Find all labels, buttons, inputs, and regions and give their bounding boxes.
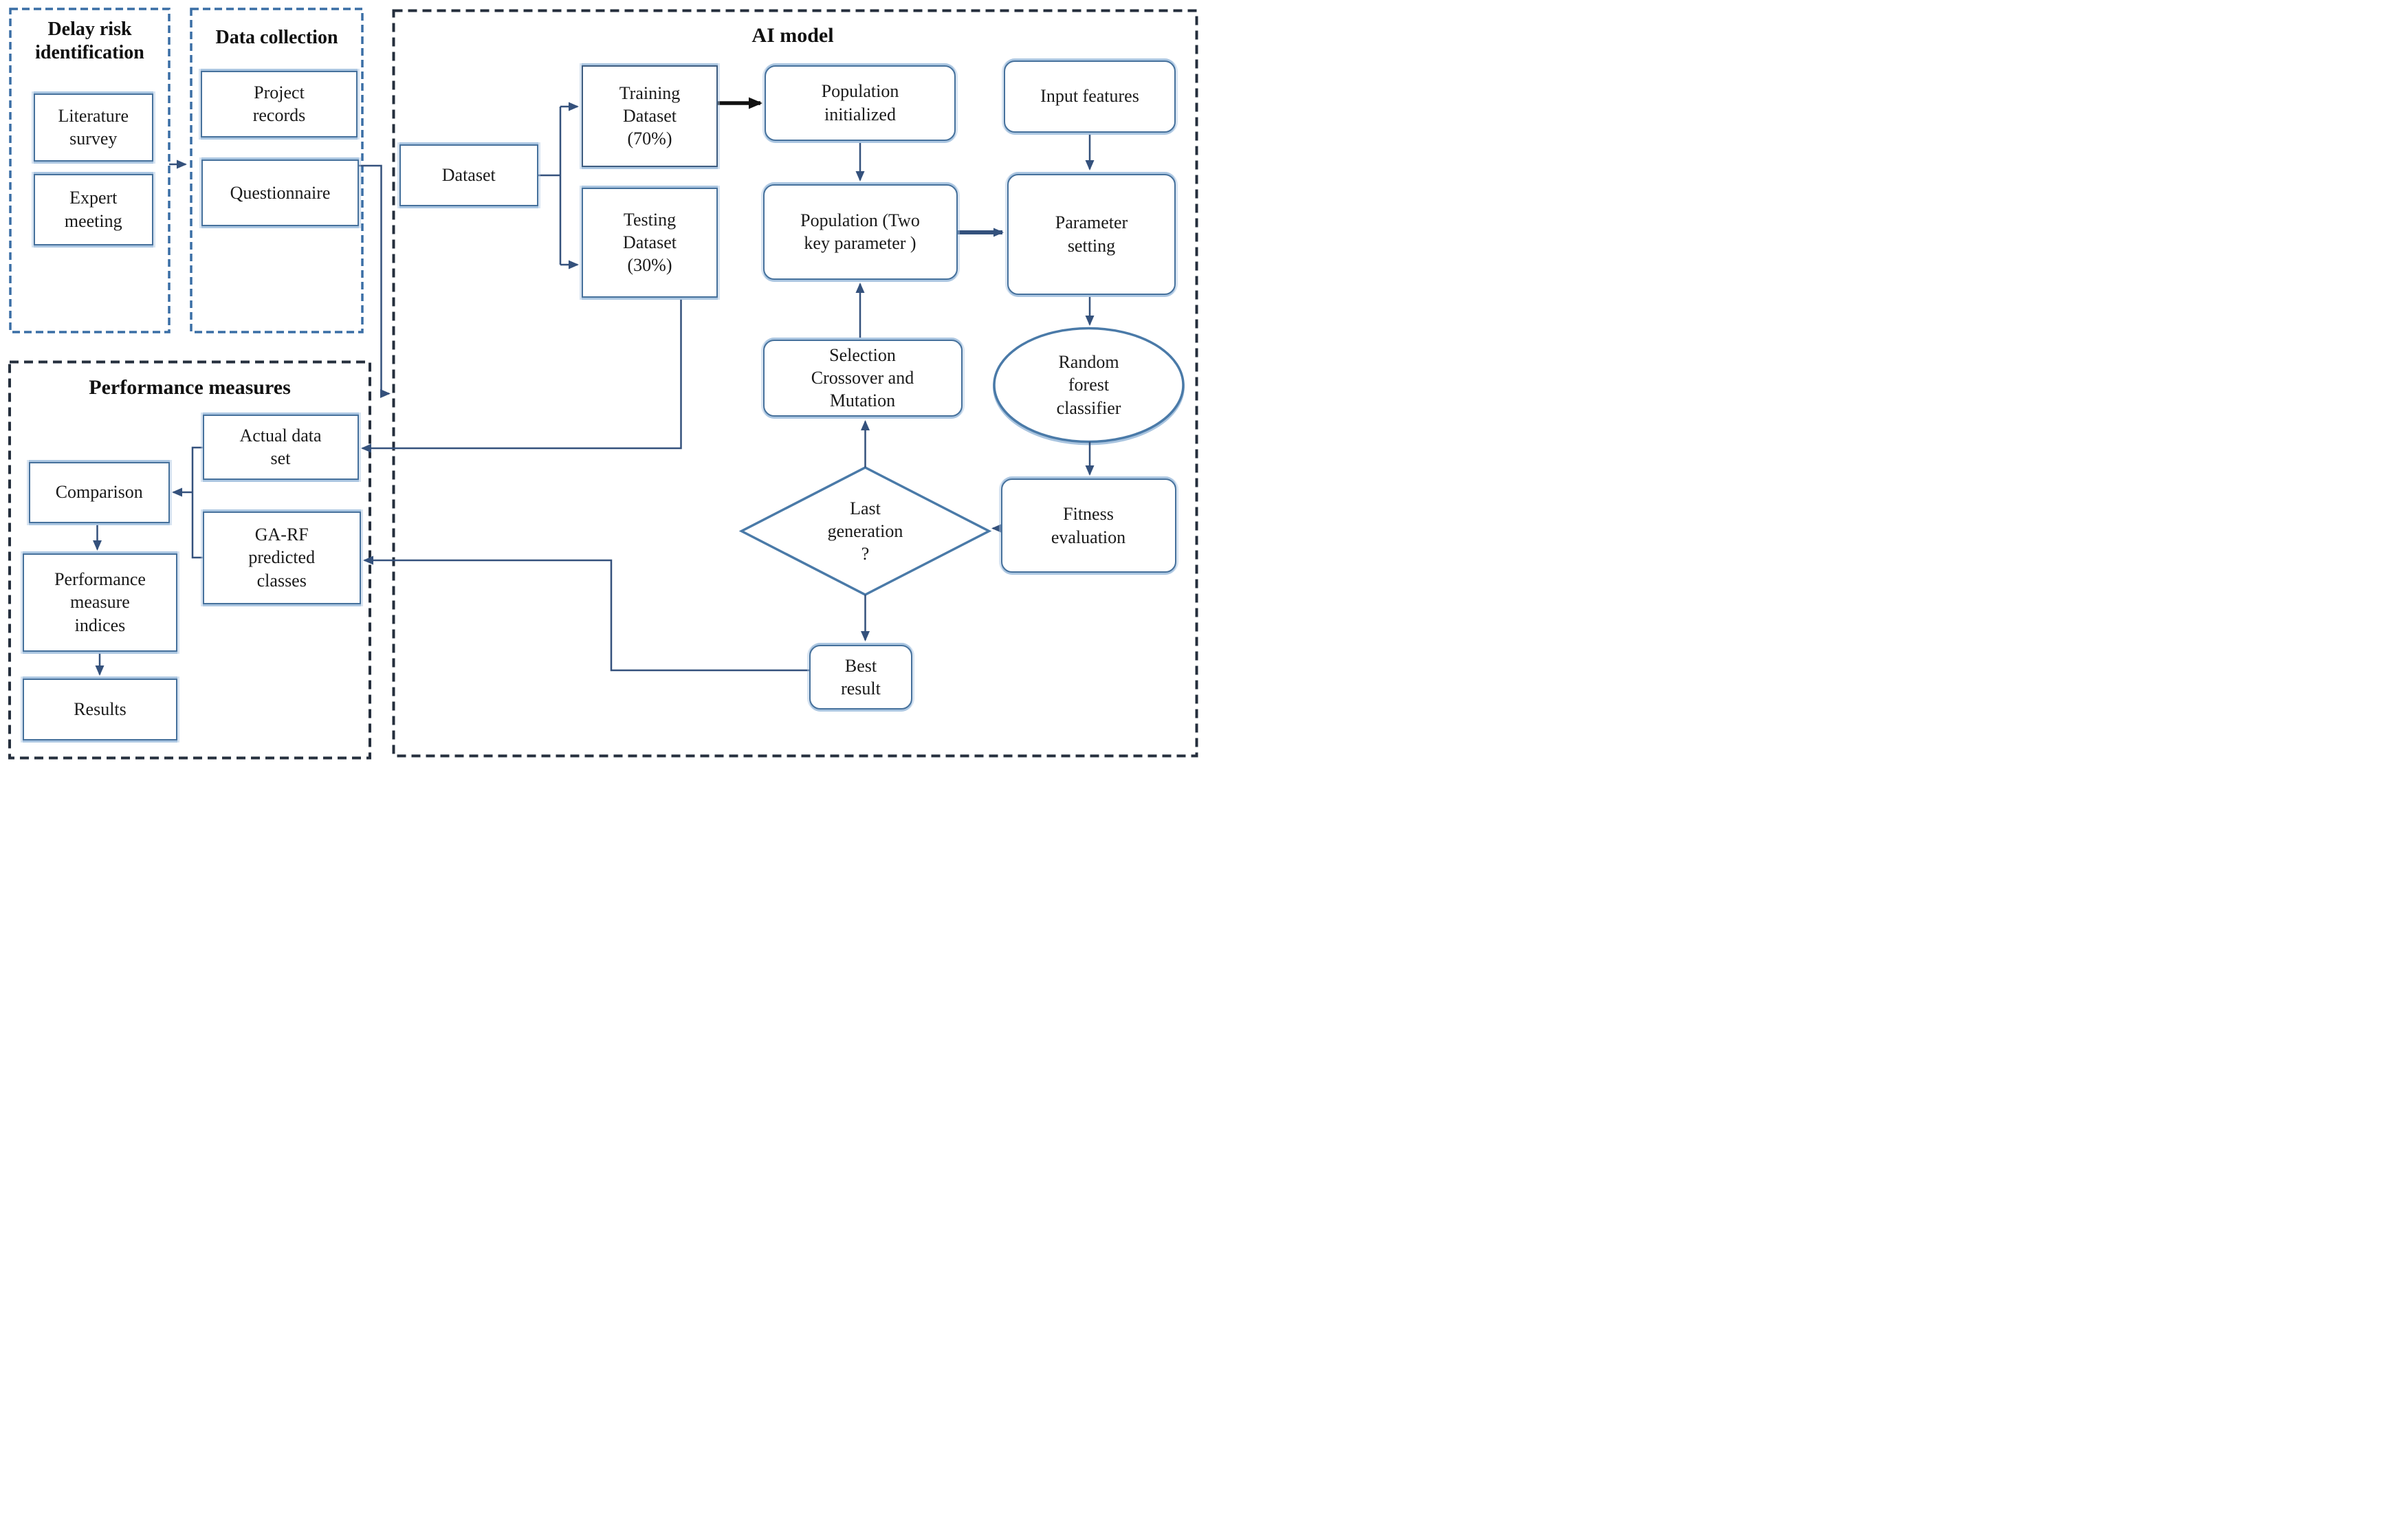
node-testing-dataset: Testing Dataset (30%) (582, 187, 718, 298)
ai-model-container (392, 9, 1198, 758)
node-population-initialized: Population initialized (765, 65, 956, 141)
node-dataset: Dataset (399, 144, 538, 206)
arrow-questionnaire-to-ai-model (359, 164, 391, 398)
random-forest-ellipse (993, 327, 1185, 443)
node-results: Results (23, 679, 177, 740)
node-literature-survey: Literature survey (33, 93, 153, 162)
data-collection-container (190, 8, 364, 333)
performance-container (8, 360, 371, 760)
node-questionnaire: Questionnaire (201, 159, 359, 226)
arrow-testing-to-actual-data (361, 297, 682, 453)
ai-model-title: AI model (751, 24, 834, 47)
node-actual-data-set: Actual data set (202, 414, 359, 480)
node-input-features: Input features (1004, 60, 1176, 133)
node-ga-rf-predicted: GA-RF predicted classes (202, 511, 361, 604)
arrow-best-result-to-ga-rf (363, 556, 809, 672)
connector-compare-bracket (191, 446, 203, 559)
node-performance-measure-indices: Performance measure indices (23, 553, 177, 652)
node-fitness-evaluation: Fitness evaluation (1000, 478, 1176, 573)
node-project-records: Project records (201, 71, 358, 138)
performance-title: Performance measures (89, 376, 291, 399)
node-parameter-setting: Parameter setting (1007, 173, 1176, 295)
delay-risk-title: Delay risk identification (35, 19, 144, 64)
node-best-result: Best result (809, 645, 912, 710)
diagram-lines-layer (8, 8, 1198, 760)
last-generation-diamond (738, 466, 992, 596)
node-selection-crossover-mutation: Selection Crossover and Mutation (762, 339, 963, 417)
data-collection-title: Data collection (215, 27, 338, 48)
delay-risk-container (9, 8, 171, 333)
connector-dataset-branch (538, 107, 562, 265)
node-comparison: Comparison (29, 461, 170, 523)
flowchart-ga-rf-methodology: Delay risk identification Data collectio… (0, 0, 1202, 770)
node-population-two-key: Population (Two key parameter ) (762, 184, 958, 280)
node-training-dataset: Training Dataset (70%) (582, 65, 718, 167)
node-expert-meeting: Expert meeting (33, 174, 153, 245)
